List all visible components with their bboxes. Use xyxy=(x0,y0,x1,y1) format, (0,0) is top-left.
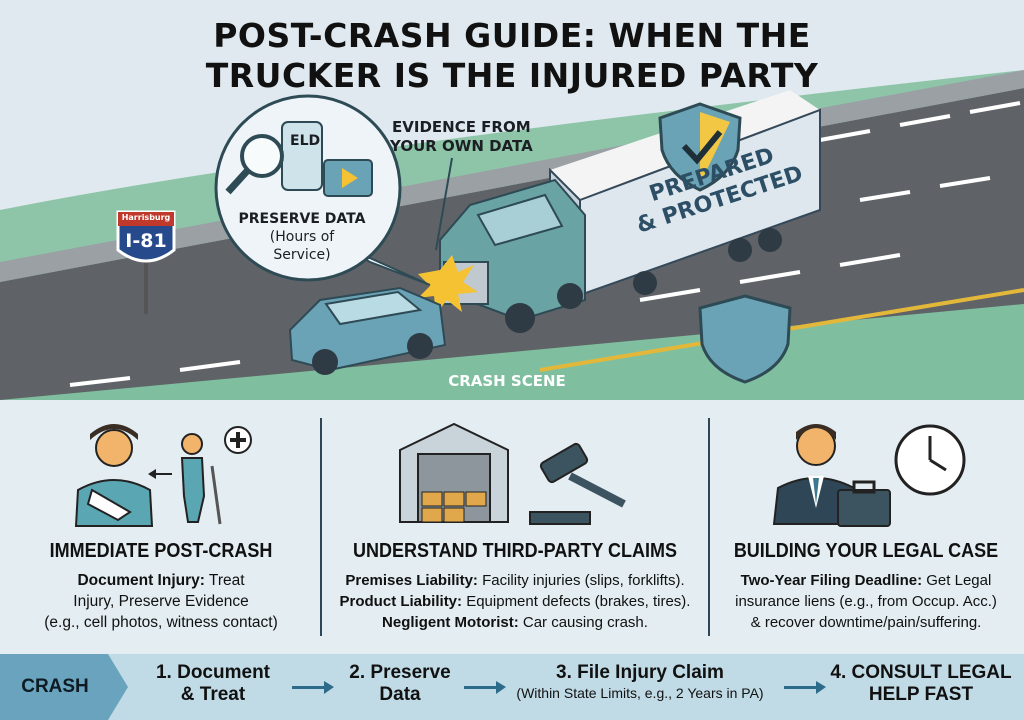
column-line: Two-Year Filing Deadline: Get Legal xyxy=(741,572,992,589)
crash-scene-illustration: EVIDENCE FROM YOUR OWN DATA ELD PRESERVE… xyxy=(0,70,1024,400)
step-line-1: 3. File Injury Claim xyxy=(556,662,724,683)
column-third-party-claims: UNDERSTAND THIRD-PARTY CLAIMS Premises L… xyxy=(324,404,706,654)
line-bold: Document Injury: xyxy=(77,572,205,589)
column-line: Document Injury: Treat xyxy=(77,572,244,589)
column-line: Negligent Motorist: Car causing crash. xyxy=(382,614,648,631)
bubble-text: PRESERVE DATA (Hours of Service) xyxy=(232,210,372,264)
line-text: Get Legal xyxy=(922,572,992,589)
column-body: Document Injury: Treat Injury, Preserve … xyxy=(6,570,316,633)
column-line: Premises Liability: Facility injuries (s… xyxy=(345,572,684,589)
flow-step-1: 1. Document & Treat xyxy=(148,662,278,706)
shield-check-icon xyxy=(658,102,742,192)
line-text: Equipment defects (brakes, tires). xyxy=(462,593,691,610)
flow-step-2: 2. Preserve Data xyxy=(340,662,460,706)
lane-markings xyxy=(69,101,1021,387)
evidence-label-line-1: EVIDENCE FROM xyxy=(392,118,531,136)
line-bold: Product Liability: xyxy=(339,593,463,610)
title-line-1: POST-CRASH GUIDE: WHEN THE xyxy=(213,16,811,55)
step-note: (Within State Limits, e.g., 2 Years in P… xyxy=(516,685,764,701)
clock-icon xyxy=(894,424,966,496)
evidence-label-line-2: YOUR OWN DATA xyxy=(390,137,533,155)
column-line: Injury, Preserve Evidence xyxy=(73,593,249,610)
evidence-pointer xyxy=(435,157,453,251)
truck-cab xyxy=(439,178,586,333)
line-text: Treat xyxy=(204,572,245,589)
crash-scene-label: CRASH SCENE xyxy=(448,372,566,390)
line-text: Facility injuries (slips, forklifts). xyxy=(477,572,685,589)
data-bubble xyxy=(214,94,431,286)
step-line-2: & Treat xyxy=(180,684,246,705)
column-line: Product Liability: Equipment defects (br… xyxy=(340,593,691,610)
bubble-sub-line-1: (Hours of xyxy=(269,229,335,245)
step-line-2: HELP FAST xyxy=(868,684,974,705)
bubble-title: PRESERVE DATA xyxy=(238,211,366,227)
column-heading: BUILDING YOUR LEGAL CASE xyxy=(733,540,999,562)
magnifier-icon xyxy=(240,134,284,178)
flow-arrow-2 xyxy=(464,681,506,694)
flow-start-label: CRASH xyxy=(21,676,89,697)
scene-artwork xyxy=(0,70,1024,400)
injured-driver-icon xyxy=(74,424,252,527)
page-title: POST-CRASH GUIDE: WHEN THE TRUCKER IS TH… xyxy=(0,16,1024,96)
column-immediate-post-crash: IMMEDIATE POST-CRASH Document Injury: Tr… xyxy=(6,404,316,654)
line-text: Car causing crash. xyxy=(518,614,648,631)
flow-step-4: 4. CONSULT LEGAL HELP FAST xyxy=(826,662,1016,706)
line-bold: Two-Year Filing Deadline: xyxy=(740,572,923,589)
car xyxy=(288,286,447,375)
line-bold: Premises Liability: xyxy=(345,572,478,589)
impact-burst xyxy=(418,255,478,314)
flow-arrow-1 xyxy=(292,681,334,694)
interstate-sign xyxy=(116,210,176,314)
lawyer-icon xyxy=(772,424,966,527)
column-heading: UNDERSTAND THIRD-PARTY CLAIMS xyxy=(353,540,677,562)
warehouse-icon xyxy=(399,422,626,525)
flow-step-3: 3. File Injury Claim (Within State Limit… xyxy=(502,662,778,702)
column-body: Two-Year Filing Deadline: Get Legal insu… xyxy=(712,570,1020,633)
title-line-2: TRUCKER IS THE INJURED PARTY xyxy=(205,56,819,95)
sign-city: Harrisburg xyxy=(121,213,171,222)
shield-icon xyxy=(698,294,792,384)
column-line: insurance liens (e.g., from Occup. Acc.) xyxy=(735,593,997,610)
column-heading: IMMEDIATE POST-CRASH xyxy=(49,540,273,562)
process-flow-bar: CRASH 1. Document & Treat 2. Preserve Da… xyxy=(0,654,1024,720)
step-line-2: Data xyxy=(379,684,421,705)
gavel-icon xyxy=(529,442,626,525)
column-divider-1 xyxy=(320,418,322,636)
step-line-1: 1. Document xyxy=(155,662,271,683)
column-legal-case: BUILDING YOUR LEGAL CASE Two-Year Filing… xyxy=(712,404,1020,654)
eld-label: ELD xyxy=(290,133,321,149)
column-line: & recover downtime/pain/suffering. xyxy=(750,614,982,631)
sign-route: I-81 xyxy=(125,230,167,252)
bubble-sub-line-2: Service) xyxy=(273,247,331,263)
step-line-1: 4. CONSULT LEGAL xyxy=(830,662,1012,683)
briefcase-icon xyxy=(837,489,891,527)
column-line: (e.g., cell photos, witness contact) xyxy=(44,614,278,631)
flow-arrow-3 xyxy=(784,681,826,694)
flow-start-chevron xyxy=(0,654,128,720)
step-line-1: 2. Preserve xyxy=(349,662,451,683)
line-bold: Negligent Motorist: xyxy=(382,614,519,631)
evidence-label: EVIDENCE FROM YOUR OWN DATA xyxy=(390,118,533,156)
column-divider-2 xyxy=(708,418,710,636)
column-body: Premises Liability: Facility injuries (s… xyxy=(324,570,706,633)
